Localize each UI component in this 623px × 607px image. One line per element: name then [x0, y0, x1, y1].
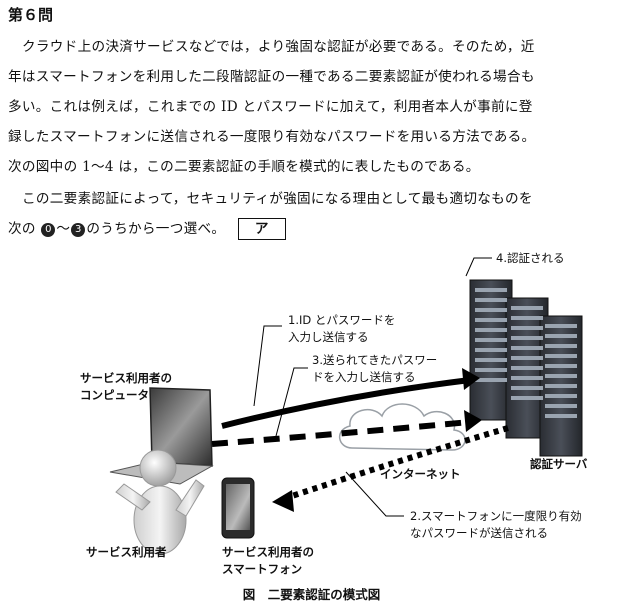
- user-label: サービス利用者: [86, 545, 167, 559]
- step4-leader-line: [465, 257, 492, 277]
- smartphone-icon: [221, 477, 255, 539]
- step2-arrow: [285, 425, 509, 501]
- paragraph-line: この二要素認証によって，セキュリティが強固になる理由として最も適切なものを: [22, 191, 533, 207]
- phone-label-line: サービス利用者の: [222, 545, 314, 559]
- step2-arrow-head: [272, 490, 294, 512]
- question-heading: 第６問: [8, 6, 54, 24]
- phone-label: サービス利用者の スマートフォン: [222, 544, 314, 578]
- paragraph-line: 多い。これは例えば，これまでの ID とパスワードに加えて，利用者本人が事前に登: [8, 99, 533, 115]
- paragraph-line: 年はスマートフォンを利用した二段階認証の一種である二要素認証が使われる場合も: [8, 69, 535, 85]
- question-paragraph-2: この二要素認証によって，セキュリティが強固になる理由として最も適切なものを 次の…: [8, 184, 614, 244]
- user-figure-icon: [115, 449, 205, 555]
- step1-label-line: 入力し送信する: [288, 330, 369, 344]
- step2-label-line: 2.スマートフォンに一度限り有効: [410, 509, 582, 523]
- choice-range-tilde: ～: [56, 221, 71, 237]
- step2-leader-line: [345, 471, 404, 517]
- step1-leader-line: [253, 325, 282, 407]
- step2-label: 2.スマートフォンに一度限り有効 なパスワードが送信される: [410, 508, 582, 542]
- step1-arrow-head: [462, 368, 480, 390]
- step4-label: 4.認証される: [496, 251, 565, 265]
- phone-label-line: スマートフォン: [222, 562, 303, 576]
- server-rack-icon: [469, 279, 583, 457]
- computer-label: サービス利用者の コンピュータ: [80, 370, 172, 404]
- diagram-caption: 図 二要素認証の模式図: [242, 587, 381, 602]
- computer-label-line: コンピュータ: [80, 388, 149, 402]
- server-label: 認証サーバ: [530, 457, 588, 471]
- choice-start-marker: 0: [41, 223, 56, 237]
- step3-arrow-head: [464, 410, 482, 432]
- two-factor-diagram: [109, 257, 583, 555]
- answer-box[interactable]: ア: [237, 218, 286, 240]
- step1-arrow: [221, 377, 471, 429]
- paragraph-line: 録したスマートフォンに送信される一度限り有効なパスワードを用いる方法である。: [8, 129, 536, 145]
- paragraph-line: 次の図中の 1～4 は，この二要素認証の手順を模式的に表したものである。: [8, 159, 480, 175]
- step3-label-line: 3.送られてきたパスワー: [312, 353, 438, 367]
- choice-suffix-text: のうちから一つ選べ。: [86, 221, 226, 237]
- computer-label-line: サービス利用者の: [80, 371, 172, 385]
- step1-label: 1.ID とパスワードを 入力し送信する: [288, 312, 395, 346]
- step3-arrow: [211, 419, 471, 447]
- step3-leader-line: [275, 367, 308, 437]
- choice-prefix-text: 次の: [8, 221, 36, 237]
- step3-label-line: ドを入力し送信する: [312, 370, 416, 384]
- step2-label-line: なパスワードが送信される: [410, 526, 548, 540]
- question-paragraph-1: クラウド上の決済サービスなどでは，より強固な認証が必要である。そのため，近 年は…: [8, 32, 614, 182]
- internet-label: インターネット: [380, 467, 461, 481]
- choice-end-marker: 3: [71, 223, 86, 237]
- step1-label-line: 1.ID とパスワードを: [288, 313, 396, 327]
- paragraph-line: クラウド上の決済サービスなどでは，より強固な認証が必要である。そのため，近: [22, 39, 535, 55]
- step3-label: 3.送られてきたパスワー ドを入力し送信する: [312, 352, 437, 386]
